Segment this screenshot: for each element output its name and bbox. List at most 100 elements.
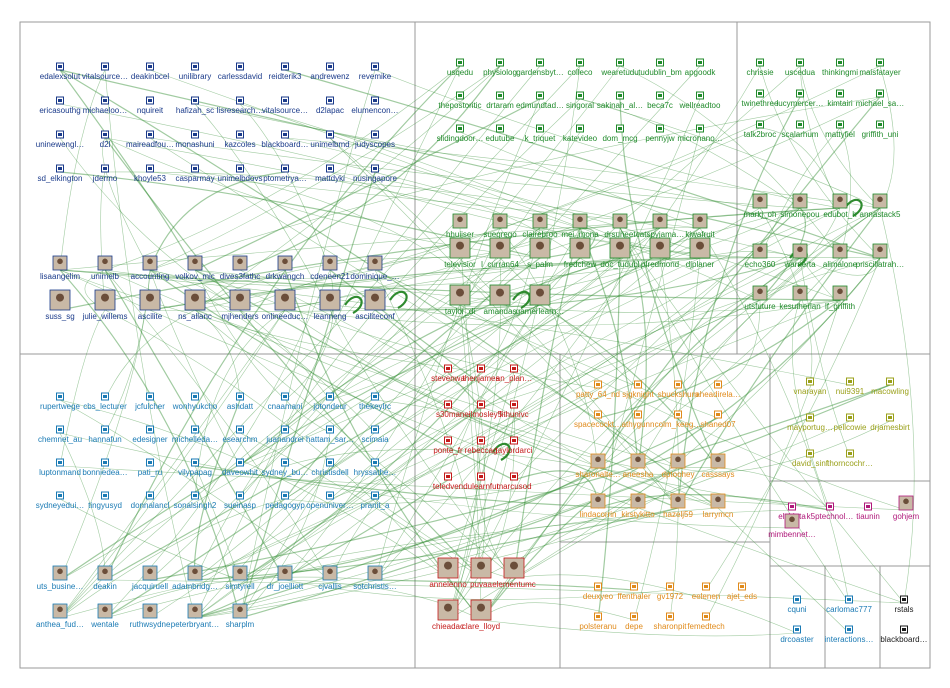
graph-node[interactable]: kesutherlan — [779, 285, 821, 311]
graph-node[interactable]: k5ptechnol… — [807, 502, 854, 521]
graph-node[interactable]: ajet_eds — [727, 582, 757, 601]
graph-node[interactable]: jdermo — [92, 164, 118, 183]
graph-node[interactable]: kimtairi — [827, 89, 853, 108]
graph-node[interactable]: drsuneet — [604, 213, 636, 239]
graph-node[interactable]: unimelbmd — [310, 130, 350, 149]
graph-node[interactable]: suss_sg — [45, 289, 75, 321]
graph-node[interactable]: reidterik3 — [269, 62, 302, 81]
graph-node[interactable]: revemike — [359, 62, 392, 81]
graph-node[interactable]: wearetudu — [600, 58, 639, 77]
graph-node[interactable]: priscillatrah… — [856, 243, 904, 269]
graph-node[interactable]: sharplm — [226, 603, 255, 629]
graph-node[interactable]: carlessdavid — [218, 62, 262, 81]
graph-node[interactable]: thenjames — [463, 364, 500, 383]
graph-node[interactable]: accounting — [131, 255, 170, 281]
graph-node[interactable]: aneesha — [623, 453, 654, 479]
graph-node[interactable]: micronano… — [677, 124, 723, 143]
graph-node[interactable]: sonalsingh2 — [174, 491, 217, 510]
graph-node[interactable]: catspyjama… — [636, 213, 684, 239]
graph-node[interactable]: ericasouthg — [39, 96, 81, 115]
graph-node[interactable]: vilypapag — [178, 458, 212, 477]
graph-node[interactable]: mjhenders — [221, 289, 259, 321]
graph-node[interactable]: donnalancl — [131, 491, 170, 510]
graph-node[interactable]: ponte_fr — [433, 436, 463, 455]
graph-node[interactable]: simtyrell — [225, 565, 255, 591]
graph-node[interactable]: kazcoles — [224, 130, 256, 149]
graph-node[interactable]: lf_griffith — [825, 285, 855, 311]
graph-node[interactable]: elementumc — [492, 557, 536, 589]
graph-node[interactable]: singoral — [566, 91, 594, 110]
graph-node[interactable]: nui9391 — [836, 377, 865, 396]
graph-node[interactable]: sbuckshum — [658, 380, 699, 399]
graph-node[interactable]: lucymercer… — [776, 89, 824, 108]
graph-node[interactable]: cbs_lecturer — [83, 392, 127, 411]
graph-node[interactable]: sakinah_al… — [597, 91, 643, 110]
graph-node[interactable]: dulearnfut — [463, 472, 500, 491]
graph-node[interactable]: jacquiruell — [131, 565, 168, 591]
graph-node[interactable]: katevideo — [563, 124, 598, 143]
graph-node[interactable]: colleco — [568, 58, 593, 77]
graph-node[interactable]: griffith_uni — [862, 120, 899, 139]
graph-node[interactable]: michaeloo… — [83, 96, 127, 115]
graph-node[interactable]: david_sinf — [792, 449, 829, 468]
graph-node[interactable]: casparmay — [175, 164, 215, 183]
graph-node[interactable]: teledven — [433, 472, 463, 491]
graph-node[interactable]: taylor_di — [445, 284, 475, 316]
graph-node[interactable]: interactions… — [825, 625, 874, 644]
graph-node[interactable]: edesigner — [132, 425, 168, 444]
graph-node[interactable]: gardensbyt… — [516, 58, 564, 77]
graph-node[interactable]: sd_elkington — [38, 164, 83, 183]
graph-node[interactable]: edutube — [486, 124, 515, 143]
graph-node[interactable]: lisaangelim — [40, 255, 80, 281]
graph-node[interactable]: sydneyedui… — [36, 491, 84, 510]
graph-node[interactable]: maireadfou… — [126, 130, 174, 149]
graph-node[interactable]: fithunivc — [499, 400, 529, 419]
graph-node[interactable]: pedagogyp — [265, 491, 305, 510]
graph-node[interactable]: ashdatt — [227, 392, 254, 411]
graph-node[interactable]: carlomac777 — [826, 595, 872, 614]
graph-node[interactable]: sjgknight — [622, 380, 655, 399]
graph-node[interactable]: edalexsolut — [40, 62, 81, 81]
graph-node[interactable]: drcoaster — [780, 625, 814, 644]
graph-node[interactable]: deakin — [93, 565, 117, 591]
graph-node[interactable]: mattyfiel — [825, 120, 855, 139]
graph-node[interactable]: blackboard… — [880, 625, 928, 644]
graph-node[interactable]: chemnet_au — [38, 425, 82, 444]
graph-node[interactable]: gohjem — [893, 495, 920, 521]
graph-node[interactable]: hattam_sar… — [306, 425, 354, 444]
graph-node[interactable]: lindacorrin — [580, 493, 617, 519]
graph-node[interactable]: christisdell — [311, 458, 349, 477]
graph-node[interactable]: ptometrya… — [263, 164, 307, 183]
graph-node[interactable]: deakinbcel — [131, 62, 169, 81]
graph-node[interactable]: pellcowie — [834, 413, 867, 432]
graph-node[interactable]: cdeneen21 — [310, 255, 350, 281]
graph-node[interactable]: unimelb — [91, 255, 120, 281]
graph-node[interactable]: cjvallis — [318, 565, 342, 591]
graph-node[interactable]: pati_ru — [138, 458, 162, 477]
graph-node[interactable]: uninewengl… — [36, 130, 84, 149]
graph-node[interactable]: pranit_a — [361, 491, 390, 510]
graph-node[interactable]: anthea_fud… — [36, 603, 84, 629]
graph-node[interactable]: markj_oh — [744, 193, 777, 219]
graph-node[interactable]: vitalsource… — [82, 62, 128, 81]
graph-node[interactable]: macowling — [871, 377, 909, 396]
graph-node[interactable]: femedtech — [687, 612, 725, 631]
graph-node[interactable]: k_triquet — [525, 124, 556, 143]
graph-node[interactable]: tudublin_bm — [638, 58, 682, 77]
graph-node[interactable]: jcfulcher — [134, 392, 165, 411]
graph-node[interactable]: monashuni — [175, 130, 215, 149]
graph-node[interactable]: kirstykitto — [621, 493, 655, 519]
graph-node[interactable]: openuniver… — [306, 491, 354, 510]
graph-node[interactable]: tingyusyd — [88, 491, 122, 510]
graph-node[interactable]: larrymcn — [703, 493, 734, 519]
graph-node[interactable]: ruthwsydne — [130, 603, 171, 629]
graph-node[interactable]: peterbryant… — [171, 603, 219, 629]
graph-node[interactable]: gamerlearn… — [516, 284, 564, 316]
graph-node[interactable]: rebeccag — [465, 436, 498, 455]
graph-node[interactable]: nquireit — [137, 96, 164, 115]
graph-node[interactable]: leanneng — [314, 289, 347, 321]
graph-node[interactable]: gv1972 — [657, 582, 684, 601]
graph-node[interactable]: l_curran64 — [481, 237, 519, 269]
graph-node[interactable]: scalarhum — [782, 120, 819, 139]
graph-node[interactable]: talk2broc — [744, 120, 776, 139]
